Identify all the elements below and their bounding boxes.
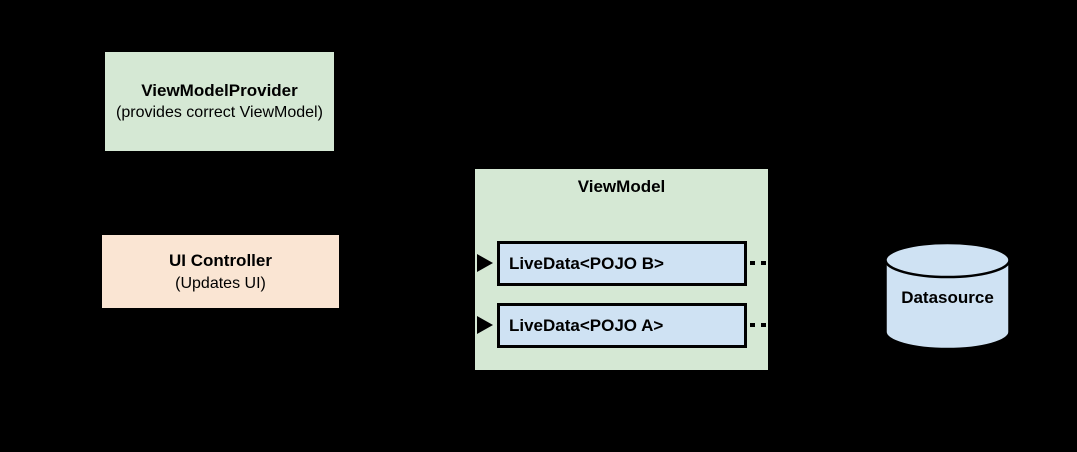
node-livedata-pojo-a[interactable]: LiveData<POJO A> <box>497 303 747 348</box>
viewmodel-provider-subtitle: (provides correct ViewModel) <box>116 103 323 121</box>
viewmodel-provider-title: ViewModelProvider <box>141 80 298 100</box>
dashed-connector-livedata-b-segment-2 <box>761 261 766 265</box>
arrowhead-into-livedata-a-icon <box>477 316 493 334</box>
ui-controller-title: UI Controller <box>169 250 272 270</box>
viewmodel-title: ViewModel <box>577 177 666 196</box>
ui-controller-subtitle: (Updates UI) <box>175 274 266 292</box>
livedata-pojo-b-label: LiveData<POJO B> <box>509 253 664 273</box>
node-datasource[interactable]: Datasource <box>883 241 1012 351</box>
arrowhead-into-livedata-b-icon <box>477 254 493 272</box>
dashed-connector-livedata-a-segment-1 <box>750 323 755 327</box>
node-ui-controller[interactable]: UI Controller (Updates UI) <box>102 235 339 308</box>
node-livedata-pojo-b[interactable]: LiveData<POJO B> <box>497 241 747 286</box>
node-viewmodel-provider[interactable]: ViewModelProvider (provides correct View… <box>105 52 334 151</box>
livedata-pojo-a-label: LiveData<POJO A> <box>509 315 664 335</box>
dashed-connector-livedata-b-segment-1 <box>750 261 755 265</box>
cylinder-icon <box>884 241 1011 351</box>
dashed-connector-livedata-a-segment-2 <box>761 323 766 327</box>
